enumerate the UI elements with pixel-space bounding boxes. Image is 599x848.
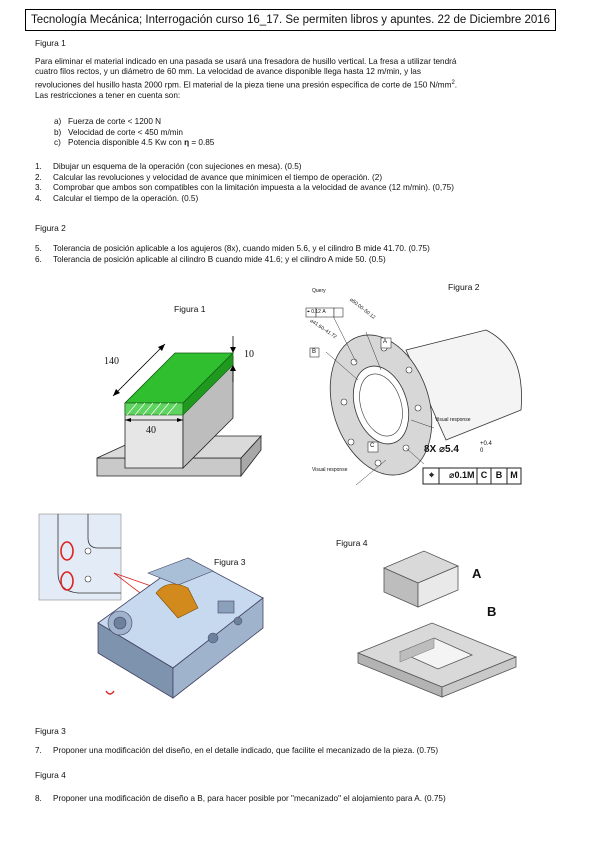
- question-number: 4.: [35, 193, 42, 203]
- question-item: 5. Tolerancia de posición aplicable a los…: [35, 244, 430, 255]
- block-b-label: B: [487, 604, 497, 619]
- statement-line-2: cuatro filos rectos, y un diámetro de 60…: [35, 67, 421, 77]
- figure2-caption: Figura 2: [448, 282, 480, 292]
- restriction-label: c): [54, 138, 61, 148]
- section2-title: Figura 2: [35, 223, 66, 233]
- hole-tolerance: +0.4 0: [480, 441, 492, 455]
- problem-statement: Para eliminar el material indicado en un…: [35, 57, 567, 101]
- figure4-caption: Figura 4: [336, 538, 368, 548]
- visual-response-left: Visual response: [312, 467, 348, 473]
- question-number: 5.: [35, 244, 42, 253]
- position-icon: ⌖: [428, 470, 435, 480]
- restriction-item: b) Velocidad de corte < 450 m/min: [54, 128, 214, 139]
- figure2-flange-drawing: [305, 307, 522, 486]
- statement-line-3: revoluciones del husillo hasta 2000 rpm.…: [35, 78, 567, 91]
- questions-list-2: 5. Tolerancia de posición aplicable a los…: [35, 244, 430, 265]
- question-number: 8.: [35, 794, 42, 803]
- question-text: Calcular las revoluciones y velocidad de…: [53, 172, 383, 182]
- figure4-blocks-drawing: [356, 550, 518, 698]
- hole-callout: 8X ⌀5.4: [424, 444, 459, 455]
- figure3-part-drawing: [38, 513, 264, 699]
- restriction-text-2: = 0.85: [189, 138, 215, 148]
- question-text: Tolerancia de posición aplicable al cili…: [53, 254, 386, 264]
- question-item: 6. Tolerancia de posición aplicable al ci…: [35, 255, 430, 266]
- restriction-text: Potencia disponible 4.5 Kw con: [68, 138, 185, 148]
- statement-line-4: Las restricciones a tener en cuenta son:: [35, 90, 181, 100]
- question-item: 8. Proponer una modificación de diseño a …: [35, 794, 446, 805]
- visual-response-right: Visual response: [435, 417, 471, 423]
- datum-a: A: [383, 339, 388, 345]
- statement-line-1: Para eliminar el material indicado en un…: [35, 57, 457, 66]
- datum-b: B: [312, 349, 317, 355]
- question-number: 7.: [35, 746, 42, 755]
- mmc-2: M: [510, 470, 518, 480]
- questions-list-1: 1. Dibujar un esquema de la operación (co…: [35, 162, 454, 204]
- restriction-label: a): [54, 117, 62, 126]
- questions-list-3: 7. Proponer una modificación del diseño, …: [35, 746, 438, 757]
- restriction-item: c) Potencia disponible 4.5 Kw con η = 0.8…: [54, 138, 214, 149]
- question-number: 3.: [35, 183, 42, 193]
- exponent: 2: [451, 79, 455, 86]
- dim-width: 40: [146, 425, 156, 436]
- fcf-top: ⌖ 0.12 A: [307, 309, 326, 315]
- question-item: 2. Calcular las revoluciones y velocidad …: [35, 173, 454, 184]
- questions-list-4: 8. Proponer una modificación de diseño a …: [35, 794, 446, 805]
- fcf-datum-b: B: [495, 470, 503, 480]
- question-item: 3. Comprobar que ambos son compatibles co…: [35, 183, 454, 194]
- section4-title: Figura 4: [35, 770, 66, 780]
- dim-length: 140: [104, 356, 119, 367]
- restriction-label: b): [54, 127, 62, 137]
- question-number: 6.: [35, 254, 42, 264]
- exam-header: Tecnología Mecánica; Interrogación curso…: [25, 9, 556, 31]
- position-icon: ⌖: [307, 309, 310, 315]
- restriction-item: a) Fuerza de corte < 1200 N: [54, 117, 214, 128]
- restriction-text: Fuerza de corte < 1200 N: [68, 117, 162, 126]
- question-text: Calcular el tiempo de la operación. (0.5…: [53, 193, 199, 203]
- section1-title: Figura 1: [35, 38, 66, 48]
- fcf-datum-c: C: [480, 470, 488, 480]
- figure1-workpiece-drawing: [96, 336, 262, 478]
- question-text: Dibujar un esquema de la operación (con …: [53, 162, 302, 171]
- hole-tol-upper: +0.4: [480, 441, 492, 447]
- fcf-top-tol: 0.12: [311, 309, 321, 315]
- question-item: 7. Proponer una modificación del diseño, …: [35, 746, 438, 757]
- statement-line-3-text: revoluciones del husillo hasta 2000 rpm.…: [35, 80, 452, 90]
- figure1-caption: Figura 1: [174, 304, 206, 314]
- question-item: 1. Dibujar un esquema de la operación (co…: [35, 162, 454, 173]
- question-text: Comprobar que ambos son compatibles con …: [53, 183, 454, 193]
- query-label: Query: [312, 288, 326, 294]
- restrictions-list: a) Fuerza de corte < 1200 N b) Velocidad d…: [54, 117, 214, 149]
- section3-title: Figura 3: [35, 726, 66, 736]
- statement-period: .: [454, 80, 458, 90]
- block-a-label: A: [472, 566, 482, 581]
- question-text: Proponer una modificación de diseño a B,…: [53, 794, 446, 803]
- question-number: 1.: [35, 162, 42, 171]
- restriction-text: Velocidad de corte < 450 m/min: [68, 127, 183, 137]
- eta-symbol: η: [184, 138, 190, 148]
- figure3-caption: Figura 3: [214, 557, 246, 567]
- dim-height: 10: [244, 349, 254, 360]
- question-text: Proponer una modificación del diseño, en…: [53, 746, 439, 755]
- question-number: 2.: [35, 172, 42, 182]
- hole-tol-lower: 0: [480, 448, 484, 454]
- question-text: Tolerancia de posición aplicable a los a…: [53, 244, 430, 253]
- question-item: 4. Calcular el tiempo de la operación. (0…: [35, 194, 454, 205]
- fcf-tol: ⌀0.1: [449, 470, 467, 480]
- fcf-top-datum: A: [322, 309, 326, 315]
- datum-c: C: [370, 443, 375, 449]
